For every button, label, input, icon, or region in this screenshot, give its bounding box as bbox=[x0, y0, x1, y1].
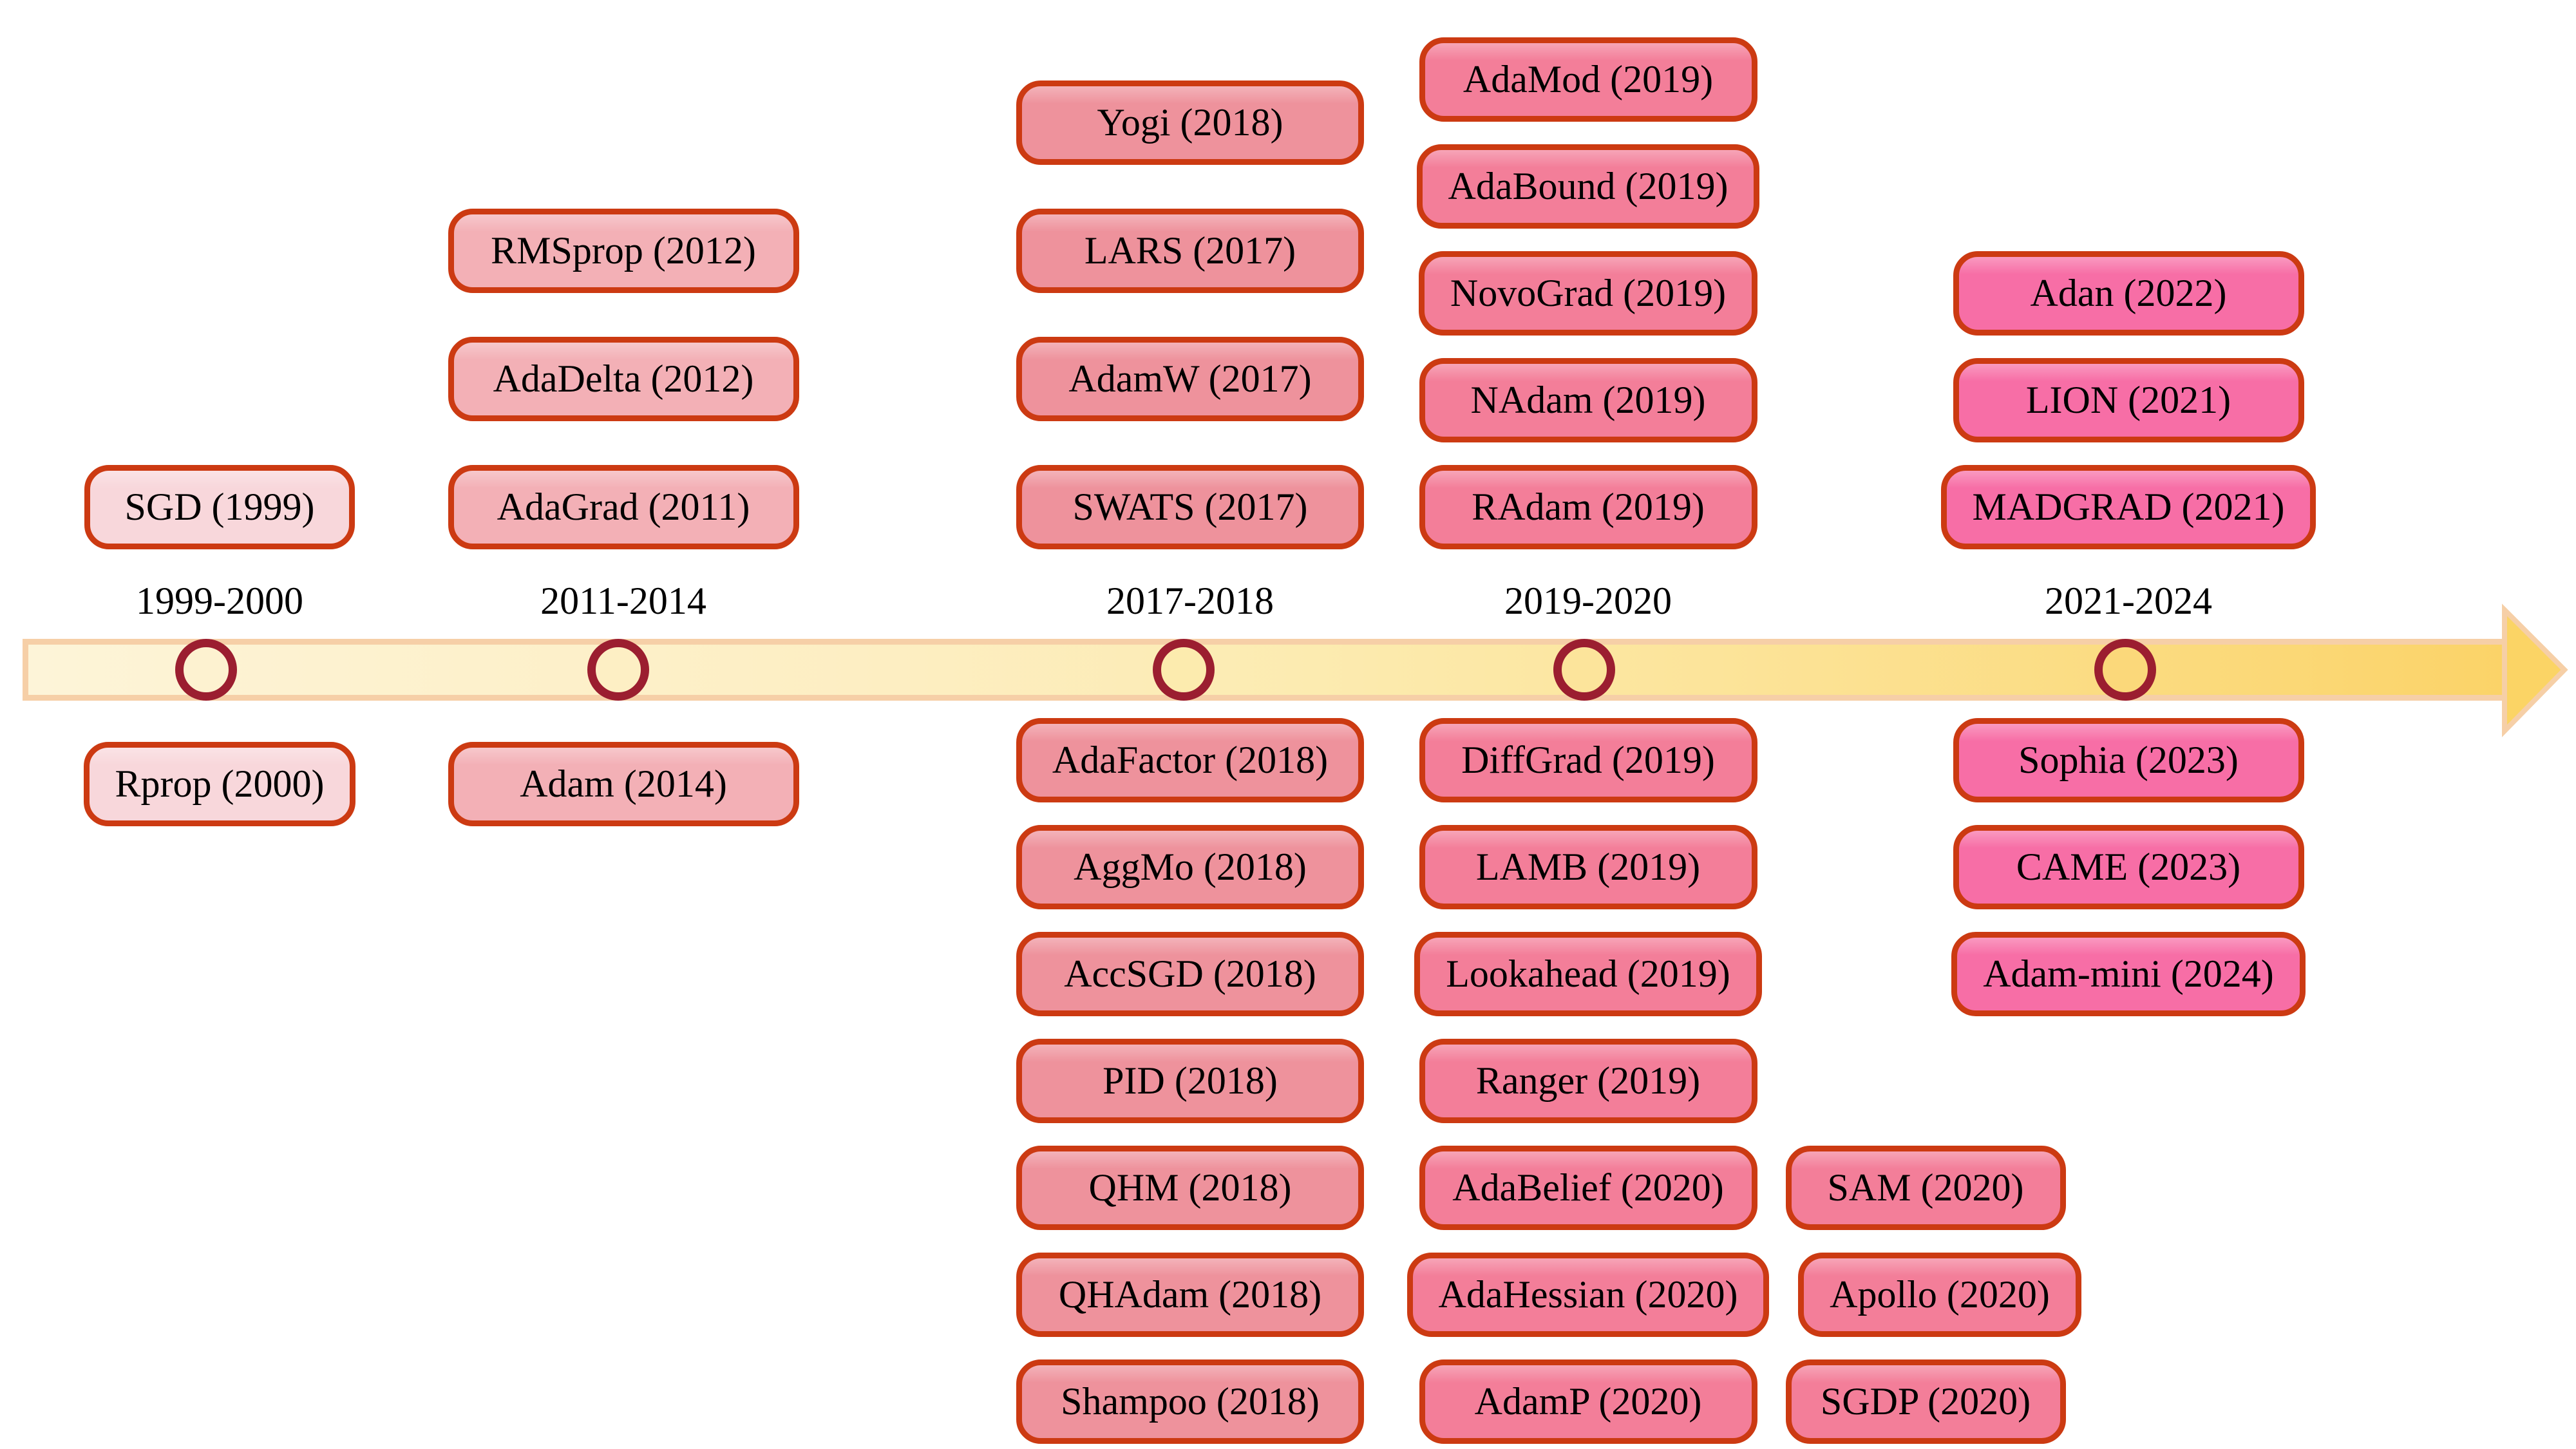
optimizer-box: AdaFactor (2018) bbox=[1016, 718, 1364, 802]
period-column-below: Sophia (2023) CAME (2023) Adam-mini (2024) bbox=[1864, 718, 2392, 1016]
optimizer-box: AdaBelief (2020) bbox=[1419, 1146, 1757, 1230]
period-column-below: Rprop (2000) bbox=[0, 742, 484, 826]
optimizer-box-label: SAM (2020) bbox=[1827, 1166, 2024, 1209]
timeline-marker-circle bbox=[175, 639, 237, 701]
optimizer-box: Rprop (2000) bbox=[83, 742, 356, 826]
optimizer-box-label: Adan (2022) bbox=[2030, 272, 2227, 314]
period-label: 1999-2000 bbox=[136, 580, 303, 622]
optimizer-box: NAdam (2019) bbox=[1419, 358, 1757, 442]
optimizer-box-label: Rprop (2000) bbox=[115, 762, 325, 805]
optimizer-box: DiffGrad (2019) bbox=[1419, 718, 1757, 802]
optimizer-box-label: LARS (2017) bbox=[1084, 229, 1296, 272]
period-label: 2017-2018 bbox=[1106, 580, 1274, 622]
optimizer-box: Adan (2022) bbox=[1953, 251, 2304, 336]
period-column-above: Adan (2022) LION (2021) MADGRAD (2021) bbox=[1864, 251, 2392, 549]
optimizer-box: NovoGrad (2019) bbox=[1418, 251, 1758, 336]
optimizer-box-label: AggMo (2018) bbox=[1074, 846, 1307, 888]
optimizer-box-label: DiffGrad (2019) bbox=[1461, 739, 1715, 781]
timeline-marker-circle bbox=[1153, 639, 1215, 701]
optimizer-box-label: Adam (2014) bbox=[520, 762, 727, 805]
optimizer-box: Adam (2014) bbox=[448, 742, 799, 826]
optimizer-box: SGD (1999) bbox=[84, 465, 355, 549]
timeline-marker-circle bbox=[587, 639, 649, 701]
optimizer-box-label: AdaBound (2019) bbox=[1448, 165, 1728, 207]
period-column-below: DiffGrad (2019) LAMB (2019) Lookahead (201… bbox=[1324, 718, 1852, 1444]
optimizer-box: AdaHessian (2020) bbox=[1406, 1253, 1770, 1337]
optimizer-box-label: Sophia (2023) bbox=[2018, 739, 2239, 781]
optimizer-box: SWATS (2017) bbox=[1016, 465, 1364, 549]
period-label: 2011-2014 bbox=[540, 580, 706, 622]
optimizer-box-label: Yogi (2018) bbox=[1097, 101, 1283, 144]
optimizer-box-label: AdaHessian (2020) bbox=[1438, 1273, 1738, 1316]
optimizer-box-label: AdaMod (2019) bbox=[1463, 58, 1714, 100]
optimizer-box-label: Apollo (2020) bbox=[1830, 1273, 2050, 1316]
timeline-arrow-shaft bbox=[23, 639, 2505, 701]
optimizer-box: Lookahead (2019) bbox=[1414, 932, 1762, 1016]
optimizer-box: Ranger (2019) bbox=[1419, 1039, 1757, 1123]
optimizer-box-label: NovoGrad (2019) bbox=[1450, 272, 1727, 314]
optimizer-box-label: MADGRAD (2021) bbox=[1972, 486, 2285, 528]
optimizer-box-label: CAME (2023) bbox=[2016, 846, 2241, 888]
period-column-above: SGD (1999) bbox=[0, 465, 484, 549]
optimizer-box: QHAdam (2018) bbox=[1016, 1253, 1364, 1337]
optimizer-box: AggMo (2018) bbox=[1016, 825, 1364, 909]
optimizer-box-label: AdaGrad (2011) bbox=[497, 486, 750, 528]
optimizer-box: AdaMod (2019) bbox=[1419, 37, 1757, 122]
optimizer-box-label: RMSprop (2012) bbox=[491, 229, 756, 272]
optimizer-box: AdamW (2017) bbox=[1016, 337, 1364, 421]
optimizer-box: AdamP (2020) bbox=[1419, 1359, 1757, 1444]
period-column-above: Yogi (2018) LARS (2017) AdamW (2017) SWATS … bbox=[926, 80, 1454, 549]
period-label: 2019-2020 bbox=[1504, 580, 1672, 622]
timeline-marker-circle bbox=[1553, 639, 1615, 701]
optimizer-box-label: SWATS (2017) bbox=[1072, 486, 1308, 528]
period-column-below: Adam (2014) bbox=[359, 742, 887, 826]
optimizer-box-label: PID (2018) bbox=[1103, 1059, 1278, 1102]
optimizer-box: LAMB (2019) bbox=[1419, 825, 1757, 909]
optimizer-box-label: Shampoo (2018) bbox=[1061, 1380, 1320, 1423]
optimizer-box: SGDP (2020) bbox=[1785, 1359, 2066, 1444]
optimizer-box-label: SGD (1999) bbox=[124, 486, 315, 528]
timeline-arrow-head-icon bbox=[2502, 603, 2568, 737]
optimizer-box: RAdam (2019) bbox=[1419, 465, 1757, 549]
period-side-column-below: SAM (2020) Apollo (2020) SGDP (2020) bbox=[1662, 1146, 2190, 1444]
period-column-above: AdaMod (2019) AdaBound (2019) NovoGrad (20… bbox=[1324, 37, 1852, 549]
optimizer-box: Yogi (2018) bbox=[1016, 80, 1364, 165]
optimizer-box-label: RAdam (2019) bbox=[1472, 486, 1705, 528]
optimizer-box: PID (2018) bbox=[1016, 1039, 1364, 1123]
optimizer-box: RMSprop (2012) bbox=[448, 209, 799, 293]
optimizer-box-label: AdaFactor (2018) bbox=[1052, 739, 1329, 781]
optimizer-box: AdaBound (2019) bbox=[1416, 144, 1760, 229]
period-label: 2021-2024 bbox=[2045, 580, 2212, 622]
optimizer-box: LION (2021) bbox=[1953, 358, 2304, 442]
optimizer-box: Shampoo (2018) bbox=[1016, 1359, 1364, 1444]
optimizer-box: AdaDelta (2012) bbox=[448, 337, 799, 421]
optimizer-box-label: QHM (2018) bbox=[1088, 1166, 1292, 1209]
optimizer-box: Sophia (2023) bbox=[1953, 718, 2304, 802]
optimizer-box: QHM (2018) bbox=[1016, 1146, 1364, 1230]
optimizer-box: AccSGD (2018) bbox=[1016, 932, 1364, 1016]
optimizer-box: CAME (2023) bbox=[1953, 825, 2304, 909]
optimizer-box-label: QHAdam (2018) bbox=[1058, 1273, 1322, 1316]
optimizer-box: MADGRAD (2021) bbox=[1940, 465, 2316, 549]
timeline-marker-circle bbox=[2094, 639, 2156, 701]
optimizer-box-label: Adam-mini (2024) bbox=[1983, 952, 2274, 995]
period-column-above: RMSprop (2012) AdaDelta (2012) AdaGrad (20… bbox=[359, 209, 887, 549]
optimizer-box: SAM (2020) bbox=[1785, 1146, 2066, 1230]
optimizer-box: LARS (2017) bbox=[1016, 209, 1364, 293]
period-column-below: AdaFactor (2018) AggMo (2018) AccSGD (2018… bbox=[926, 718, 1454, 1444]
optimizer-box-label: AdaDelta (2012) bbox=[493, 357, 754, 400]
optimizer-box-label: SGDP (2020) bbox=[1820, 1380, 2031, 1423]
optimizer-box-label: AdamP (2020) bbox=[1474, 1380, 1702, 1423]
optimizer-box-label: AccSGD (2018) bbox=[1064, 952, 1316, 995]
optimizer-box-label: AdaBelief (2020) bbox=[1452, 1166, 1724, 1209]
optimizer-box-label: Ranger (2019) bbox=[1475, 1059, 1701, 1102]
optimizer-box-label: NAdam (2019) bbox=[1470, 379, 1706, 421]
optimizer-box: AdaGrad (2011) bbox=[448, 465, 799, 549]
optimizer-box: Adam-mini (2024) bbox=[1951, 932, 2306, 1016]
optimizer-box: Apollo (2020) bbox=[1798, 1253, 2081, 1337]
optimizer-box-label: AdamW (2017) bbox=[1068, 357, 1312, 400]
optimizer-box-label: LION (2021) bbox=[2025, 379, 2231, 421]
optimizer-box-label: Lookahead (2019) bbox=[1446, 952, 1730, 995]
optimizer-box-label: LAMB (2019) bbox=[1475, 846, 1701, 888]
